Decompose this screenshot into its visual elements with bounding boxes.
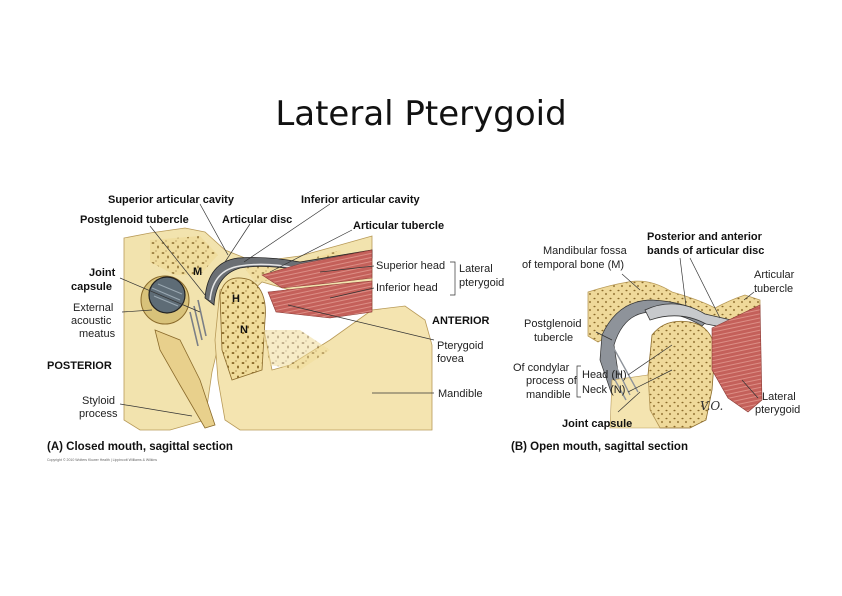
- label-lateral: Lateral: [459, 263, 493, 275]
- label-articular-b-2: tubercle: [754, 283, 793, 295]
- label-mandible-b: mandible: [526, 389, 571, 401]
- letter-m-a: M: [193, 266, 202, 278]
- slide-title: Lateral Pterygoid: [275, 94, 567, 134]
- label-inferior-articular-cavity: Inferior articular cavity: [301, 194, 420, 206]
- condyle-a: [219, 277, 266, 381]
- figure-a-closed-mouth: M H N Superior articular cavity Inferior…: [47, 194, 504, 462]
- label-process: process: [79, 408, 118, 420]
- label-superior-head: Superior head: [376, 260, 445, 272]
- label-joint-capsule-b: Joint capsule: [562, 418, 632, 430]
- label-of-condylar: Of condylar: [513, 362, 570, 374]
- label-superior-articular-cavity: Superior articular cavity: [108, 194, 235, 206]
- label-mandible: Mandible: [438, 388, 483, 400]
- label-posterior-anterior-bands-2: bands of articular disc: [647, 245, 764, 257]
- label-postglenoid-tubercle: Postglenoid tubercle: [80, 214, 189, 226]
- joint-capsule-b: [599, 299, 711, 396]
- label-pterygoid-fovea-2: fovea: [437, 353, 465, 365]
- label-head-h: Head (H): [582, 369, 627, 381]
- label-pterygoid-fovea-1: Pterygoid: [437, 340, 483, 352]
- label-posterior: POSTERIOR: [47, 360, 112, 372]
- caption-figure-b: (B) Open mouth, sagittal section: [511, 441, 688, 453]
- letter-n-a: N: [240, 324, 248, 336]
- condyle-b: [647, 320, 716, 429]
- styloid-process: [154, 329, 216, 429]
- label-posterior-anterior-bands-1: Posterior and anterior: [647, 231, 763, 243]
- copyright-text: Copyright © 2010 Wolters Kluwer Health |…: [47, 458, 157, 462]
- label-postglenoid-b-1: Postglenoid: [524, 318, 582, 330]
- lateral-pterygoid-b: [711, 304, 763, 413]
- label-mandibular-fossa-2: of temporal bone (M): [522, 259, 624, 271]
- label-articular-b-1: Articular: [754, 269, 795, 281]
- artist-signature: V.O.: [700, 399, 723, 413]
- label-articular-disc: Articular disc: [222, 214, 292, 226]
- label-postglenoid-b-2: tubercle: [534, 332, 573, 344]
- label-pterygoid-b: pterygoid: [755, 404, 800, 416]
- label-pterygoid: pterygoid: [459, 277, 504, 289]
- label-joint: Joint: [89, 267, 116, 279]
- label-capsule: capsule: [71, 281, 112, 293]
- label-mandibular-fossa-1: Mandibular fossa: [543, 245, 628, 257]
- label-anterior: ANTERIOR: [432, 315, 490, 327]
- label-process-of: process of: [526, 375, 578, 387]
- figure-b-open-mouth: V.O. Posterior and anterior bands of art…: [511, 231, 800, 453]
- caption-figure-a: (A) Closed mouth, sagittal section: [47, 441, 233, 453]
- label-external: External: [73, 302, 113, 314]
- letter-h-a: H: [232, 293, 240, 305]
- label-lateral-b: Lateral: [762, 391, 796, 403]
- label-acoustic: acoustic: [71, 315, 112, 327]
- label-styloid: Styloid: [82, 395, 115, 407]
- label-neck-n: Neck (N): [582, 384, 625, 396]
- label-articular-tubercle: Articular tubercle: [353, 220, 444, 232]
- lateral-pterygoid-inferior-head: [267, 280, 373, 319]
- label-inferior-head: Inferior head: [376, 282, 438, 294]
- label-meatus: meatus: [79, 328, 116, 340]
- lateral-pterygoid-superior-head: [261, 249, 373, 289]
